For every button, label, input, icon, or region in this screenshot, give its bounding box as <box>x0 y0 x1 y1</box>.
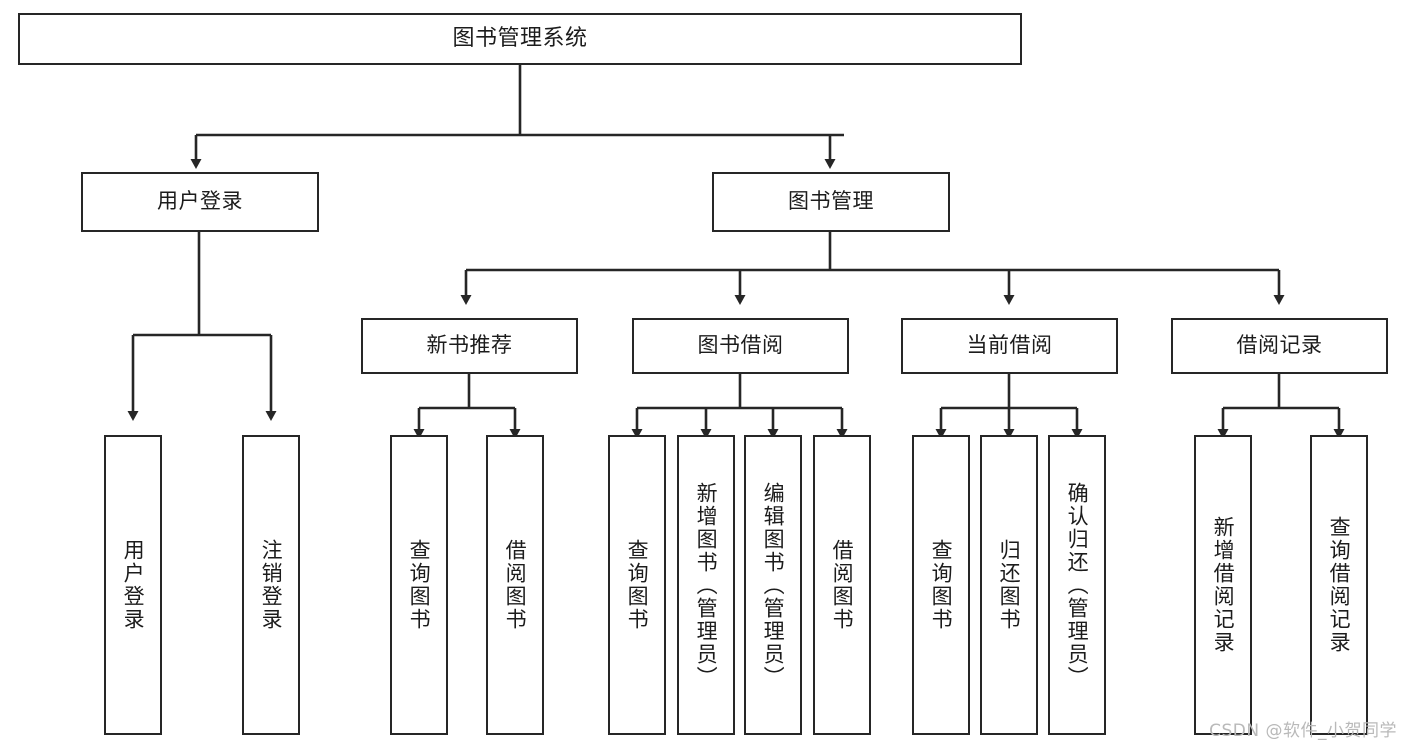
leaf-label: 确认归还（管理员） <box>1065 481 1090 689</box>
node-book-management[interactable]: 图书管理 <box>712 172 950 232</box>
leaf-current-borrow-confirm-return[interactable]: 确认归还（管理员） <box>1048 435 1106 735</box>
leaf-label: 编辑图书（管理员） <box>761 481 786 689</box>
node-new-book-recommend[interactable]: 新书推荐 <box>361 318 578 374</box>
node-user-login[interactable]: 用户登录 <box>81 172 319 232</box>
node-book-borrow[interactable]: 图书借阅 <box>632 318 849 374</box>
leaf-borrow-record-add[interactable]: 新增借阅记录 <box>1194 435 1252 735</box>
leaf-book-borrow-edit[interactable]: 编辑图书（管理员） <box>744 435 802 735</box>
leaf-borrow-record-query[interactable]: 查询借阅记录 <box>1310 435 1368 735</box>
leaf-label: 归还图书 <box>997 539 1022 631</box>
leaf-book-borrow-borrow[interactable]: 借阅图书 <box>813 435 871 735</box>
node-current-borrow[interactable]: 当前借阅 <box>901 318 1118 374</box>
leaf-label: 查询借阅记录 <box>1327 516 1352 654</box>
leaf-label: 查询图书 <box>625 539 650 631</box>
leaf-user-login-login[interactable]: 用户登录 <box>104 435 162 735</box>
node-borrow-record[interactable]: 借阅记录 <box>1171 318 1388 374</box>
leaf-label: 借阅图书 <box>503 539 528 631</box>
leaf-current-borrow-query[interactable]: 查询图书 <box>912 435 970 735</box>
leaf-current-borrow-return[interactable]: 归还图书 <box>980 435 1038 735</box>
leaf-label: 新增借阅记录 <box>1211 516 1236 654</box>
leaf-label: 注销登录 <box>259 539 284 631</box>
leaf-new-book-borrow[interactable]: 借阅图书 <box>486 435 544 735</box>
leaf-label: 借阅图书 <box>830 539 855 631</box>
node-root-library-system[interactable]: 图书管理系统 <box>18 13 1022 65</box>
leaf-user-login-logout[interactable]: 注销登录 <box>242 435 300 735</box>
leaf-book-borrow-add[interactable]: 新增图书（管理员） <box>677 435 735 735</box>
leaf-new-book-query[interactable]: 查询图书 <box>390 435 448 735</box>
leaf-book-borrow-query[interactable]: 查询图书 <box>608 435 666 735</box>
leaf-label: 查询图书 <box>407 539 432 631</box>
leaf-label: 新增图书（管理员） <box>694 481 719 689</box>
csdn-watermark: CSDN @软件_小贺同学 <box>1209 721 1397 741</box>
leaf-label: 查询图书 <box>929 539 954 631</box>
leaf-label: 用户登录 <box>121 539 146 631</box>
